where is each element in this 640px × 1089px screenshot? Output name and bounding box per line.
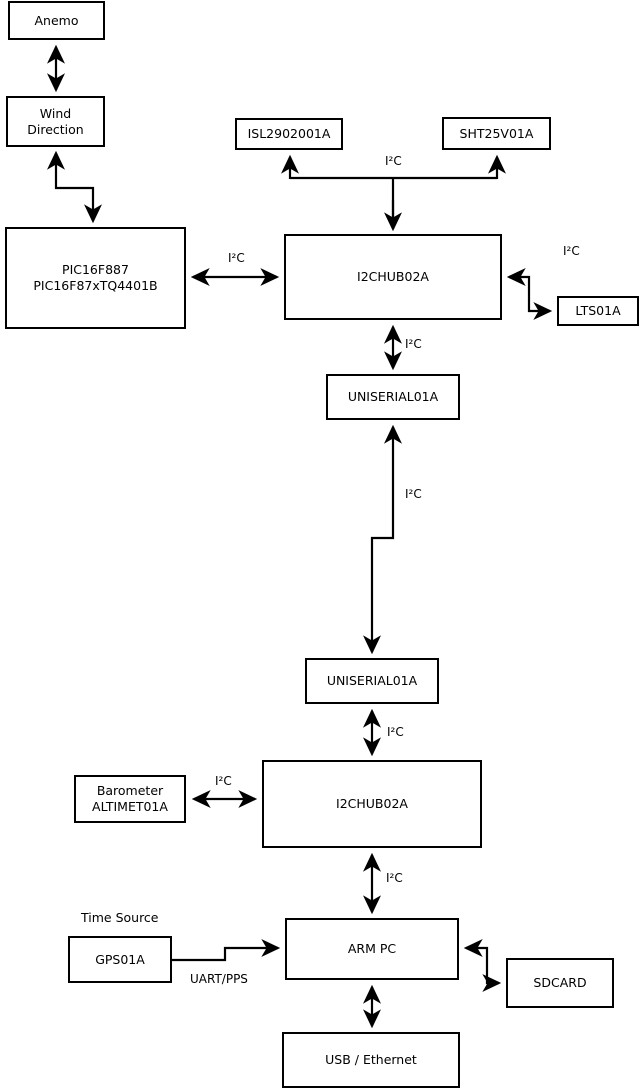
edge-gps-to-armpc — [172, 938, 281, 962]
node-pic-microcontroller[interactable]: PIC16F887 PIC16F87xTQ4401B — [5, 227, 186, 329]
edge-pic-to-wind — [46, 150, 103, 224]
node-sht25v01a[interactable]: SHT25V01A — [442, 117, 551, 150]
label-i2c-lts: I²C — [562, 244, 581, 258]
node-uniserial01a-lower[interactable]: UNISERIAL01A — [305, 658, 439, 704]
node-i2chub02a-top[interactable]: I2CHUB02A — [284, 234, 502, 320]
edge-armpc-to-sdcard — [463, 938, 502, 993]
label-i2c-pic-hub: I²C — [227, 251, 246, 265]
node-isl2902001a[interactable]: ISL2902001A — [235, 118, 343, 150]
label-i2c-uniserial-hub-bottom: I²C — [386, 725, 405, 739]
node-usb-ethernet[interactable]: USB / Ethernet — [282, 1032, 460, 1088]
node-uniserial01a-upper[interactable]: UNISERIAL01A — [326, 374, 460, 420]
label-i2c-barometer: I²C — [214, 774, 233, 788]
node-lts01a[interactable]: LTS01A — [557, 296, 639, 326]
edge-hub-top-to-lts — [506, 267, 553, 321]
label-i2c-hub-bottom-armpc: I²C — [385, 871, 404, 885]
edge-uniserial-link — [362, 424, 403, 655]
label-time-source: Time Source — [81, 910, 159, 925]
node-barometer-altimet01a[interactable]: Barometer ALTIMET01A — [74, 775, 186, 823]
label-i2c-uniserial-link: I²C — [404, 487, 423, 501]
node-sdcard[interactable]: SDCARD — [506, 958, 614, 1008]
label-i2c-top-bus: I²C — [384, 154, 403, 168]
node-i2chub02a-bottom[interactable]: I2CHUB02A — [262, 760, 482, 848]
node-arm-pc[interactable]: ARM PC — [285, 918, 459, 980]
node-gps01a[interactable]: GPS01A — [68, 936, 172, 983]
label-uart-pps: UART/PPS — [189, 972, 249, 986]
label-i2c-hub-uniserial: I²C — [404, 337, 423, 351]
node-anemo[interactable]: Anemo — [8, 1, 105, 40]
node-wind-direction[interactable]: Wind Direction — [6, 96, 105, 147]
